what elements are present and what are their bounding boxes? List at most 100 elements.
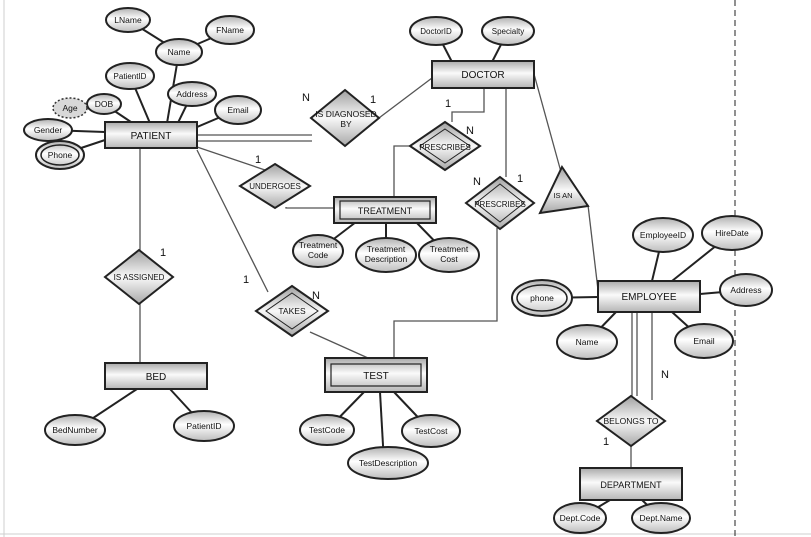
edge-diagnosed-doctor [378, 77, 433, 119]
cardinality-takes-n: N [312, 290, 320, 302]
treatment-label: TREATMENT [358, 206, 413, 216]
belongs-to-label: BELONGS TO [604, 416, 659, 426]
cardinality-labels: N 1 1 N N 1 1 1 1 N N 1 [160, 92, 669, 448]
edge-doctor-prescribes-treatment [451, 88, 485, 122]
attr-emp-email-label: Email [693, 336, 714, 346]
patient-entity[interactable]: PATIENT [104, 121, 198, 149]
attr-doctorid[interactable]: DoctorID [409, 16, 463, 46]
attr-dob[interactable]: DOB [86, 93, 122, 115]
takes-relationship[interactable]: TAKES [254, 284, 330, 338]
edge-doctor-isan [533, 73, 562, 173]
test-label: TEST [363, 371, 389, 382]
attr-address[interactable]: Address [167, 81, 217, 107]
undergoes-relationship[interactable]: UNDERGOES [238, 162, 312, 210]
attr-age-derived[interactable]: Age [52, 97, 88, 119]
attr-patientid[interactable]: PatientID [105, 62, 155, 90]
attr-fname-label: FName [216, 25, 244, 35]
cardinality-prescribes-test-1: 1 [517, 173, 523, 185]
attr-doctorid-label: DoctorID [420, 27, 452, 36]
attr-bed-patientid[interactable]: PatientID [173, 410, 235, 442]
attr-name[interactable]: Name [155, 38, 203, 66]
edge-patient-takes [196, 149, 269, 293]
bed-entity[interactable]: BED [104, 362, 208, 390]
test-entity[interactable]: TEST [324, 357, 428, 393]
edge-takes-test [309, 331, 369, 359]
attr-testcode[interactable]: TestCode [299, 414, 355, 446]
edge-patient-undergoes [196, 146, 269, 172]
attr-dept-name[interactable]: Dept.Name [631, 502, 691, 534]
attr-emp-address[interactable]: Address [719, 273, 773, 307]
attr-emp-name[interactable]: Name [556, 324, 618, 360]
is-assigned-label: IS ASSIGNED [114, 273, 165, 282]
is-an-relationship[interactable]: IS AN [538, 164, 590, 215]
attr-hiredate[interactable]: HireDate [701, 215, 763, 251]
attr-name-label: Name [168, 47, 191, 57]
cardinality-assigned-1: 1 [160, 247, 166, 259]
employee-entity[interactable]: EMPLOYEE [597, 280, 701, 313]
attr-emp-phone-multivalued[interactable]: phone [511, 279, 573, 317]
employee-label: EMPLOYEE [621, 292, 676, 303]
attr-testcost-label: TestCost [414, 426, 448, 436]
department-label: DEPARTMENT [600, 480, 662, 490]
is-an-label: IS AN [553, 191, 572, 200]
attr-testcost[interactable]: TestCost [401, 414, 461, 448]
attr-email[interactable]: Email [214, 95, 262, 125]
attr-gender-label: Gender [34, 125, 63, 135]
prescribes-treatment-relationship[interactable]: PRESCRIBES [408, 120, 482, 172]
attr-employeeid[interactable]: EmployeeID [632, 217, 694, 253]
attr-employeeid-label: EmployeeID [640, 230, 686, 240]
attr-dept-name-label: Dept.Name [640, 513, 683, 523]
attr-gender[interactable]: Gender [23, 118, 73, 142]
attr-emp-phone-label: phone [530, 293, 554, 303]
prescribes-treatment-label: PRESCRIBES [419, 143, 471, 152]
doctor-entity[interactable]: DOCTOR [431, 60, 535, 89]
attr-specialty-label: Specialty [492, 27, 524, 36]
treatment-entity[interactable]: TREATMENT [333, 196, 437, 224]
cardinality-belongs-n: N [661, 369, 669, 381]
cardinality-diagnosed-1: 1 [370, 94, 376, 106]
doctor-label: DOCTOR [461, 70, 504, 81]
attr-phone-label: Phone [48, 150, 73, 160]
edge-isan-employee [587, 204, 599, 291]
attr-phone-multivalued[interactable]: Phone [35, 140, 85, 170]
cardinality-prescribes-test-n: N [473, 176, 481, 188]
department-entity[interactable]: DEPARTMENT [579, 467, 683, 501]
attr-specialty[interactable]: Specialty [481, 16, 535, 46]
belongs-to-relationship[interactable]: BELONGS TO [595, 394, 667, 448]
edge-prescribes-test [393, 228, 498, 358]
attr-testdescription-label: TestDescription [359, 458, 417, 468]
cardinality-prescribes-treatment-1: 1 [445, 98, 451, 110]
attr-dept-code-label: Dept.Code [560, 513, 601, 523]
is-assigned-relationship[interactable]: IS ASSIGNED [103, 248, 175, 306]
attr-dept-code[interactable]: Dept.Code [553, 502, 607, 534]
bed-label: BED [146, 372, 167, 383]
attr-fname[interactable]: FName [205, 15, 255, 45]
attr-dob-label: DOB [95, 99, 114, 109]
attr-bednumber[interactable]: BedNumber [44, 414, 106, 446]
attr-lname[interactable]: LName [105, 7, 151, 33]
attr-hiredate-label: HireDate [715, 228, 749, 238]
attr-emp-email[interactable]: Email [674, 323, 734, 359]
attr-email-label: Email [227, 105, 248, 115]
attr-testdescription[interactable]: TestDescription [347, 446, 429, 480]
undergoes-label: UNDERGOES [249, 182, 301, 191]
cardinality-undergoes-1: 1 [255, 154, 261, 166]
takes-label: TAKES [278, 306, 306, 316]
cardinality-diagnosed-n: N [302, 92, 310, 104]
attr-emp-name-label: Name [576, 337, 599, 347]
attr-testcode-label: TestCode [309, 425, 345, 435]
attr-emp-address-label: Address [730, 285, 761, 295]
prescribes-test-relationship[interactable]: PRESCRIBES [464, 175, 536, 231]
cardinality-prescribes-treatment-n: N [466, 125, 474, 137]
attr-bednumber-label: BedNumber [52, 425, 98, 435]
prescribes-test-label: PRESCRIBES [474, 200, 526, 209]
